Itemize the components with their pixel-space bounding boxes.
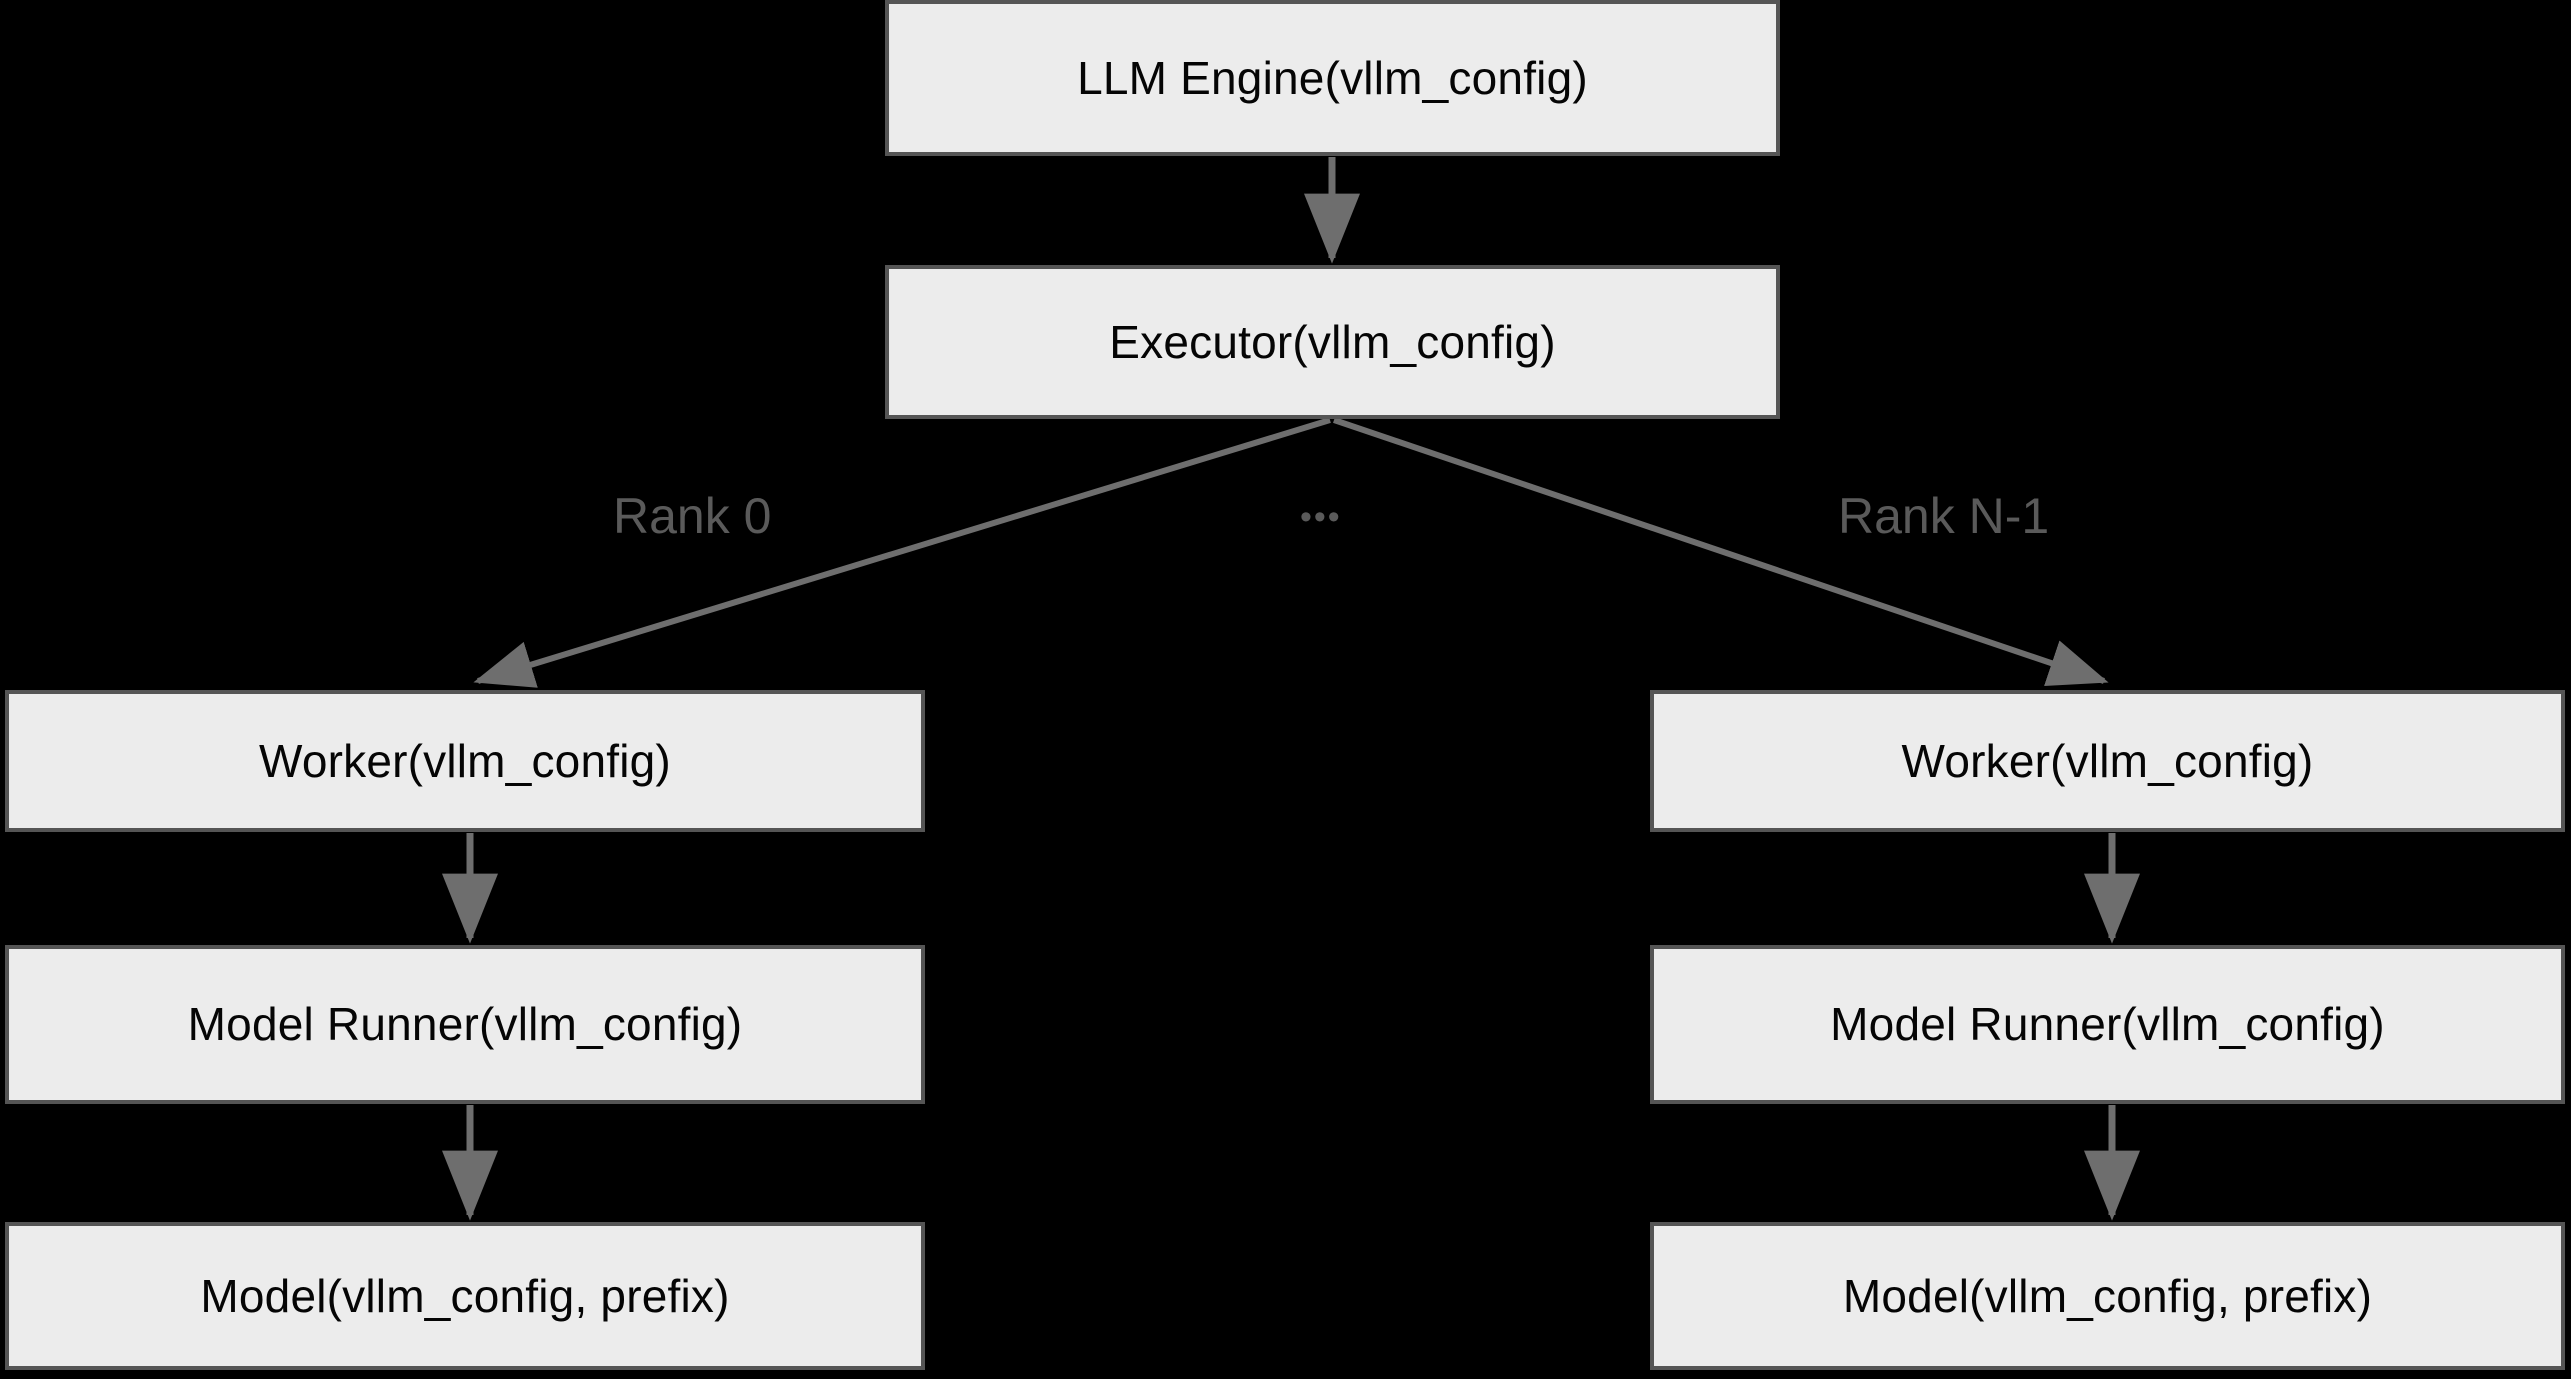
node-worker-rank0[interactable]: Worker(vllm_config) (5, 690, 925, 832)
node-executor[interactable]: Executor(vllm_config) (885, 265, 1780, 419)
node-model-rankn[interactable]: Model(vllm_config, prefix) (1650, 1222, 2565, 1370)
edge-executor-to-worker-rankn (1333, 417, 2109, 687)
node-worker-rankn-label: Worker(vllm_config) (1901, 734, 2314, 787)
node-worker-rankn[interactable]: Worker(vllm_config) (1650, 690, 2565, 832)
edge-label-ellipsis: ••• (1300, 498, 1342, 536)
node-model-rank0-label: Model(vllm_config, prefix) (200, 1269, 730, 1322)
node-model-rank0[interactable]: Model(vllm_config, prefix) (5, 1222, 925, 1370)
node-model-runner-rank0[interactable]: Model Runner(vllm_config) (5, 945, 925, 1104)
node-worker-rank0-label: Worker(vllm_config) (259, 734, 671, 787)
node-executor-label: Executor(vllm_config) (1109, 315, 1556, 368)
edge-label-rank-0: Rank 0 (613, 488, 772, 544)
node-model-runner-rank0-label: Model Runner(vllm_config) (187, 998, 743, 1051)
node-model-rankn-label: Model(vllm_config, prefix) (1842, 1269, 2373, 1322)
node-model-runner-rankn-label: Model Runner(vllm_config) (1830, 998, 2385, 1051)
node-llm-engine[interactable]: LLM Engine(vllm_config) (885, 0, 1780, 156)
edge-label-rank-n-1: Rank N-1 (1838, 488, 2050, 544)
node-model-runner-rankn[interactable]: Model Runner(vllm_config) (1650, 945, 2565, 1104)
node-llm-engine-label: LLM Engine(vllm_config) (1077, 51, 1588, 104)
edge-executor-to-worker-rank0 (473, 417, 1331, 688)
